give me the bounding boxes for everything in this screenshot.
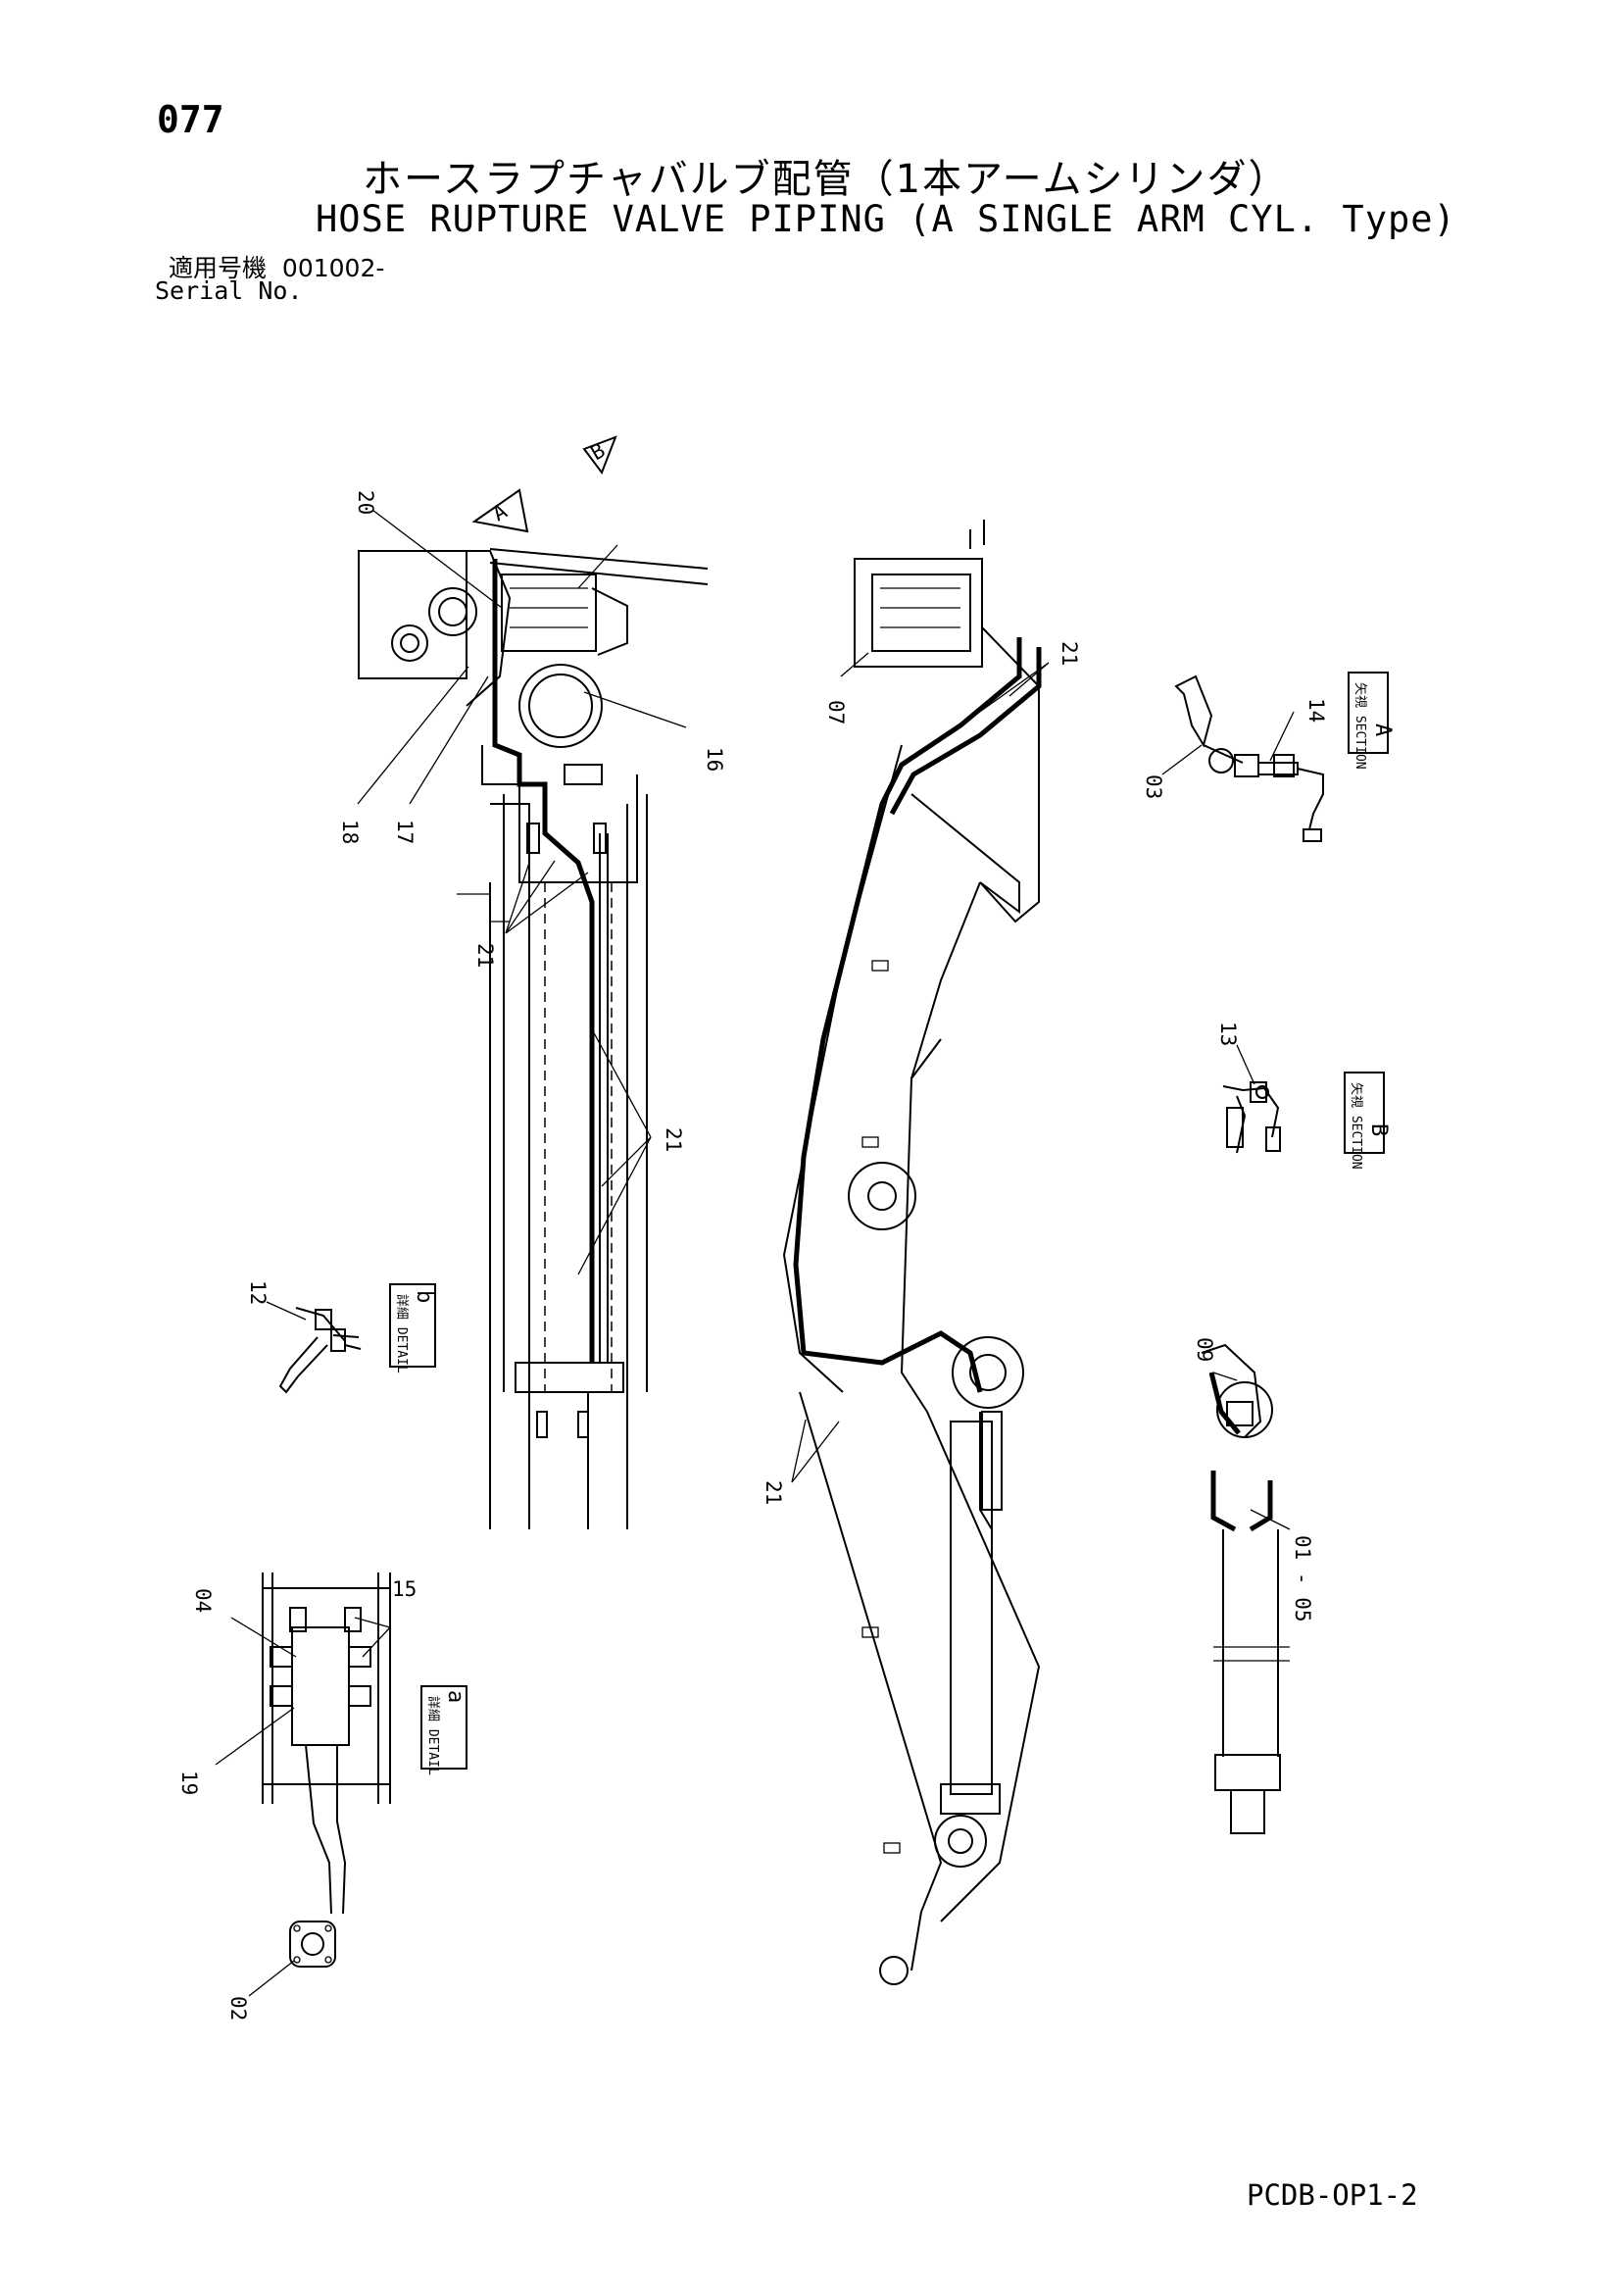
callout-03: 03 <box>1142 774 1165 799</box>
view-arrow-a: A <box>471 488 529 533</box>
callout-17: 17 <box>393 820 417 844</box>
section-b-view <box>1222 1044 1281 1154</box>
detail-b-tag: 詳細 DETAIL b <box>389 1283 436 1373</box>
arm-view-leaders <box>791 652 1050 1483</box>
callout-20: 20 <box>354 490 377 515</box>
section-a-tag-letter: A <box>1370 724 1395 736</box>
flange-view <box>248 1921 336 1997</box>
callout-01-05: 01 - 05 <box>1291 1535 1314 1622</box>
callout-02: 02 <box>226 1996 250 2021</box>
serial-label-jp: 適用号機 <box>169 254 268 282</box>
callout-13: 13 <box>1216 1022 1240 1046</box>
callout-21-boom-a: 21 <box>473 943 497 968</box>
boom-side-view <box>358 548 709 1529</box>
callout-21-arm-bottom: 21 <box>762 1480 785 1505</box>
callout-04: 04 <box>191 1588 215 1613</box>
callout-07: 07 <box>824 700 848 724</box>
section-a-tag: 矢視 SECTION A <box>1348 672 1395 770</box>
serial-value: 001002- <box>281 254 385 282</box>
page-number: 077 <box>157 98 224 141</box>
detail-b-tag-text: 詳細 DETAIL <box>394 1294 410 1373</box>
callout-15: 15 <box>392 1577 417 1601</box>
callout-21-boom-b: 21 <box>662 1127 685 1152</box>
callout-09: 09 <box>1193 1337 1216 1362</box>
section-b-tag-text: 矢視 SECTION <box>1349 1082 1363 1170</box>
callout-21-arm-top: 21 <box>1057 641 1081 666</box>
section-b-tag: 矢視 SECTION B <box>1344 1072 1391 1170</box>
detail-b-view <box>266 1301 362 1394</box>
detail-a-tag: 詳細 DETAIL a <box>420 1685 467 1775</box>
detail-a-tag-letter: a <box>443 1690 467 1703</box>
view-arrow-a-letter: A <box>489 499 512 525</box>
callout-19: 19 <box>177 1771 201 1795</box>
arm-side-view <box>782 520 1042 1985</box>
serial-label-en: Serial No. <box>155 276 303 305</box>
detail-a-tag-text: 詳細 DETAIL <box>425 1696 441 1775</box>
title-english: HOSE RUPTURE VALVE PIPING (A SINGLE ARM … <box>316 198 1456 240</box>
callout-12: 12 <box>246 1280 270 1305</box>
title-japanese: ホースラプチャバルブ配管（1本アームシリンダ） <box>363 157 1290 202</box>
callout-16: 16 <box>703 747 726 772</box>
left-view-leaders <box>357 509 687 1275</box>
document-code: PCDB-OP1-2 <box>1247 2178 1418 2212</box>
cylinder-detail-view <box>1201 1343 1291 1834</box>
callout-14: 14 <box>1304 698 1328 723</box>
detail-a-view <box>215 1572 391 1915</box>
section-a-view <box>1161 674 1324 842</box>
section-a-tag-text: 矢視 SECTION <box>1352 682 1367 770</box>
detail-b-tag-letter: b <box>412 1290 436 1303</box>
callout-18: 18 <box>338 820 362 844</box>
serial-line-jp: 適用号機 001002- <box>169 249 384 284</box>
section-b-tag-letter: B <box>1366 1123 1391 1136</box>
view-arrow-b: B <box>582 435 617 475</box>
